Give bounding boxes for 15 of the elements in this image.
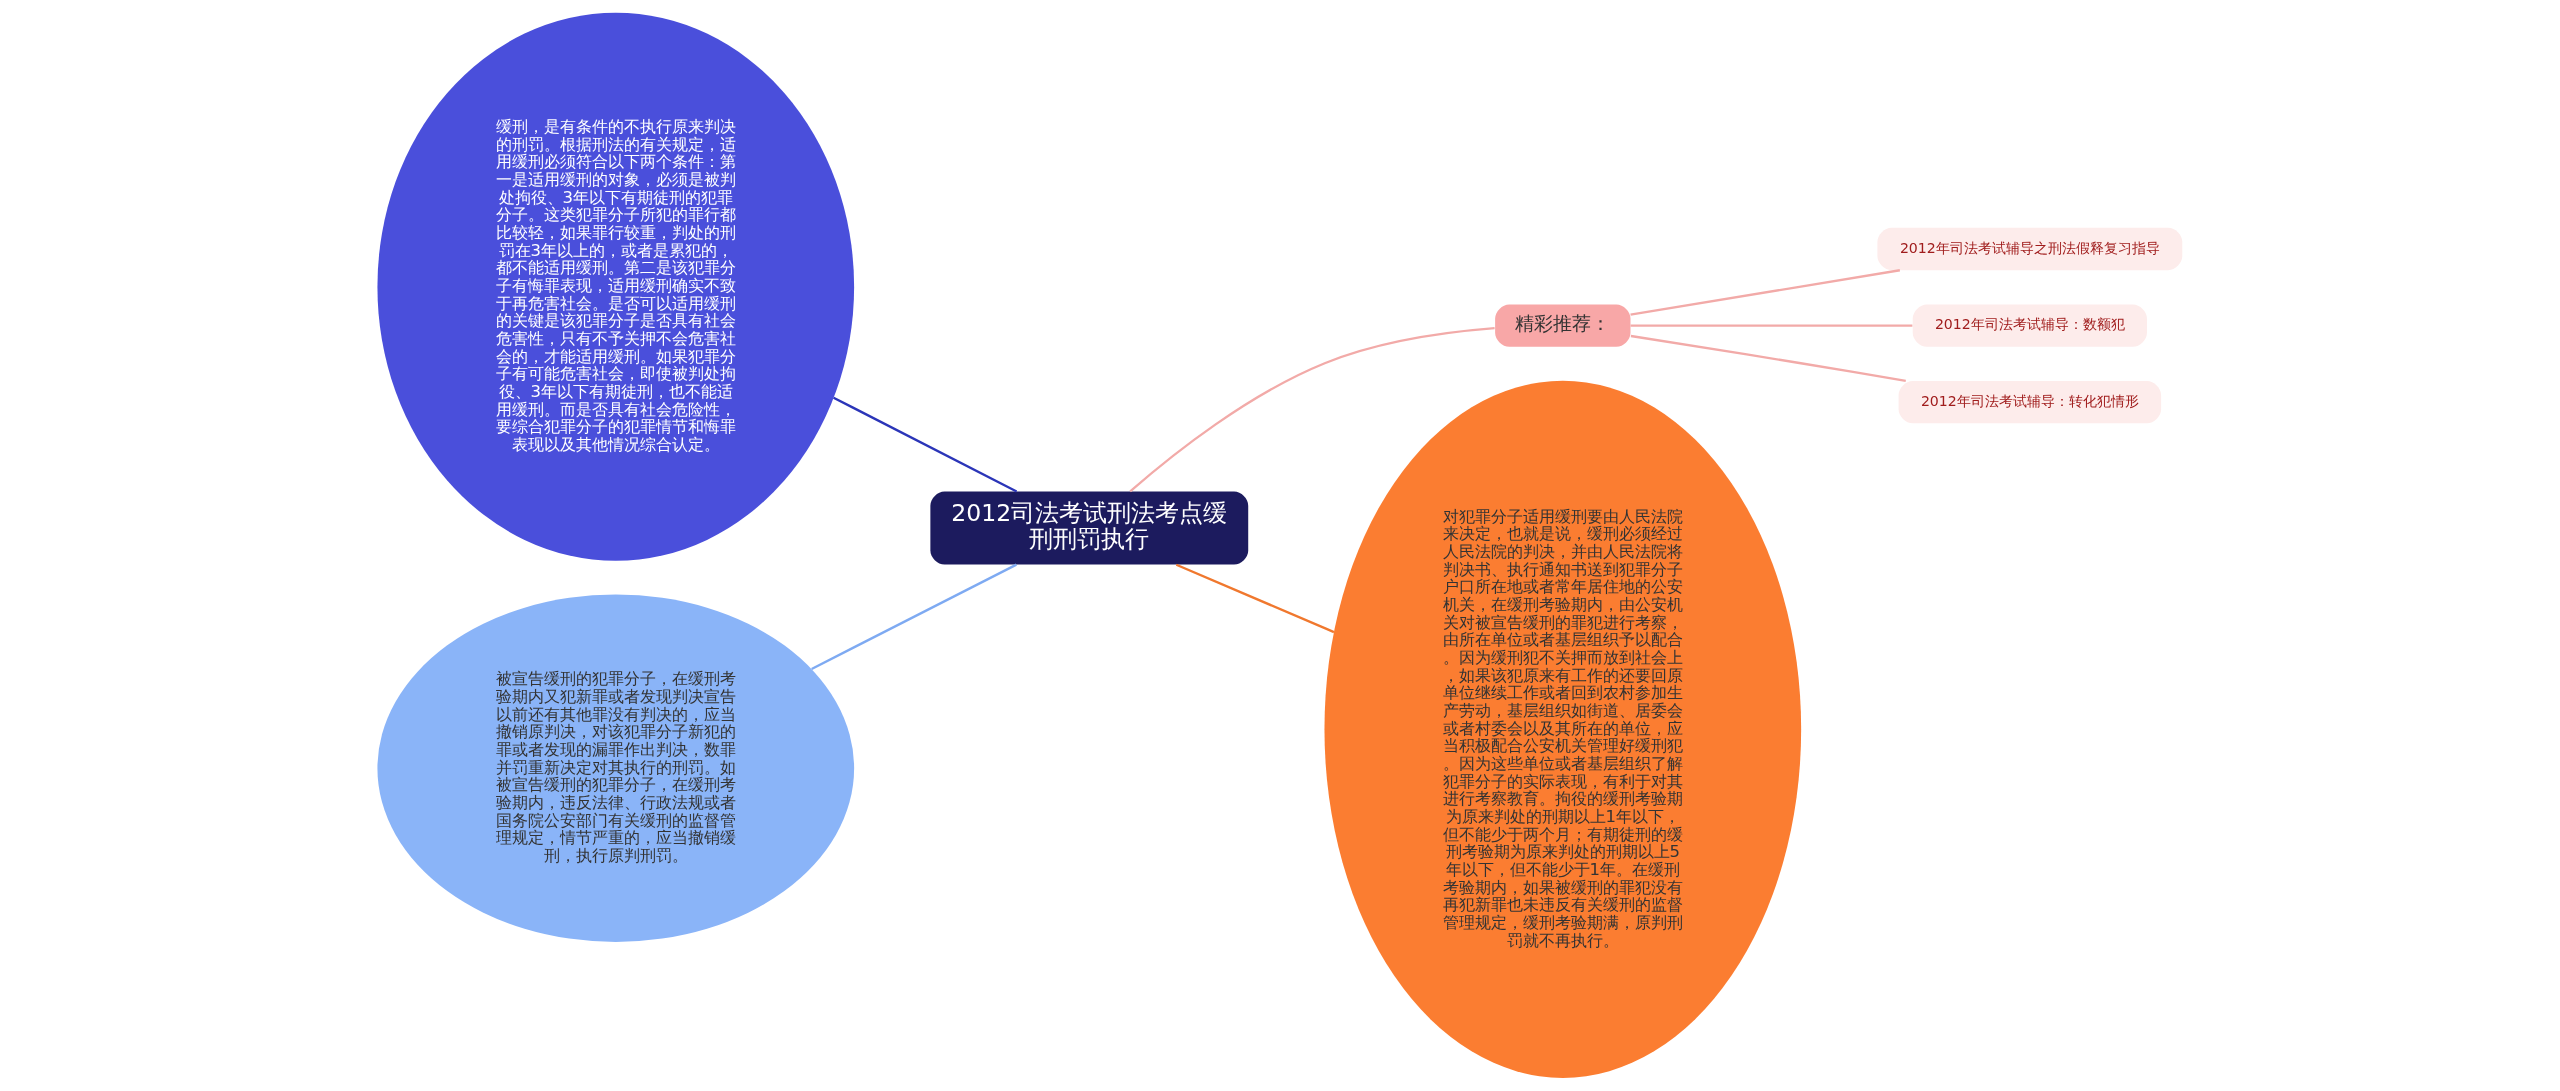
node-box: 2012年司法考试辅导：数额犯 bbox=[1912, 304, 2147, 347]
node-box: 2012年司法考试辅导：转化犯情形 bbox=[1898, 380, 2162, 424]
node-ellipse: 缓刑，是有条件的不执行原来判决的刑罚。根据刑法的有关规定，适用缓刑必须符合以下两个条件：第一是适用缓刑的对象，必须是被判处拘役、3年以下有期徒刑的犯罪分子。这类犯罪分子所犯的罪行都比较轻，如果罪行较重，判处的刑罚在3年以上的，或者是累犯的，都不能适用缓刑。第二是该犯罪分子有悔罪表现，适用缓刑确实不致于再危害社会。是否可以适用缓刑的关键是该犯罪分子是否具有社会危害性，只有不予关押不会危害社会的，才能适用缓刑。如果犯罪分子有可能危害社会，即使被判处拘役、3年以下有期徒刑，也不能适用缓刑。而是否具有社会危险性，要综合犯罪分子的犯罪情节和悔罪表现以及其他情况综合认定。 bbox=[377, 12, 855, 561]
connector bbox=[811, 563, 1017, 670]
connector bbox=[1630, 269, 1901, 316]
node-box: 2012年司法考试辅导之刑法假释复习指导 bbox=[1877, 227, 2183, 271]
node-ellipse: 被宣告缓刑的犯罪分子，在缓刑考验期内又犯新罪或者发现判决宣告以前还有其他罪没有判决的，应当撤销原判决，对该犯罪分子新犯的罪或者发现的漏罪作出判决，数罪并罚重新决定对其执行的刑罚。如被宣告缓刑的犯罪分子，在缓刑考验期内，违反法律、行政法规或者国务院公安部门有关缓刑的监督管理规定，情节严重的，应当撤销缓刑，执行原判刑罚。 bbox=[377, 594, 855, 942]
connector bbox=[1630, 324, 1913, 327]
connector bbox=[1630, 334, 1906, 383]
node-box: 2012司法考试刑法考点缓刑刑罚执行 bbox=[930, 491, 1249, 565]
connector bbox=[1129, 326, 1495, 493]
node-box: 精彩推荐： bbox=[1495, 304, 1631, 347]
node-ellipse: 对犯罪分子适用缓刑要由人民法院来决定，也就是说，缓刑必须经过人民法院的判决，并由人民法院将判决书、执行通知书送到犯罪分子户口所在地或者常年居住地的公安机关，在缓刑考验期内，由公安机关对被宣告缓刑的罪犯进行考察，由所在单位或者基层组织予以配合。因为缓刑犯不关押而放到社会上，如果该犯原来有工作的还要回原单位继续工作或者回到农村参加生产劳动，基层组织如街道、居委会或者村委会以及其所在的单位，应当积极配合公安机关管理好缓刑犯。因为这些单位或者基层组织了解犯罪分子的实际表现，有利于对其进行考察教育。拘役的缓刑考验期为原来判处的刑期以上1年以下，但不能少于两个月；有期徒刑的缓刑考验期为原来判处的刑期以上5年以下，但不能少于1年。在缓刑考验期内，如果被缓刑的罪犯没有再犯新罪也未违反有关缓刑的监督管理规定，缓刑考验期满，原判刑罚就不再执行。 bbox=[1324, 380, 1802, 1078]
connector bbox=[1175, 563, 1335, 634]
connector bbox=[833, 396, 1018, 493]
